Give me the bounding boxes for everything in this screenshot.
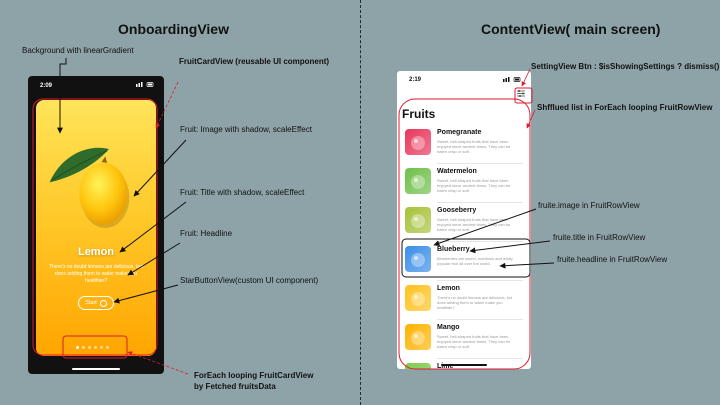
- label-foreach-line2: by Fetched fruitsData: [194, 382, 276, 391]
- fruit-thumbnail: [405, 168, 431, 194]
- row-separator: [437, 280, 523, 281]
- page-dot: [106, 346, 109, 349]
- fruit-thumbnail: [405, 285, 431, 311]
- fruit-icon: [411, 136, 425, 150]
- row-separator: [437, 358, 523, 359]
- label-fruit-title: Fruit: Title with shadow, scaleEffect: [180, 188, 305, 197]
- row-separator: [437, 319, 523, 320]
- fruit-icon: [411, 175, 425, 189]
- page-dot: [82, 346, 85, 349]
- fruit-headline: There's no doubt lemons are delicious, b…: [48, 264, 144, 284]
- status-time: 2:09: [40, 83, 53, 89]
- status-bar: 2:19: [397, 71, 531, 89]
- lemon-image: [49, 147, 130, 228]
- label-shuffled-list: Shfflued list in ForEach looping FruitRo…: [537, 103, 713, 112]
- arrow-circle-icon: [99, 299, 107, 307]
- fruit-thumbnail: [405, 129, 431, 155]
- fruit-row-title: Mango: [437, 324, 460, 331]
- status-time: 2:19: [409, 77, 422, 83]
- fruit-icon: [411, 292, 425, 306]
- fruit-row-headline: Sweet, bell-shaped fruits that have been…: [437, 217, 511, 232]
- onboarding-title: OnboardingView: [118, 21, 229, 37]
- section-divider: [360, 0, 361, 405]
- fruit-row-headline: Sweet, bell-shaped fruits that have been…: [437, 139, 511, 154]
- fruit-row-headline: Sweet, bell-shaped fruits that have been…: [437, 334, 511, 349]
- fruit-row-headline: Blueberries are sweet, nutritious and wi…: [437, 256, 513, 266]
- label-row-image: fruite.image in FruitRowView: [538, 201, 640, 210]
- row-separator: [437, 241, 523, 242]
- start-button[interactable]: Start: [78, 296, 114, 310]
- page-indicator[interactable]: [76, 346, 109, 349]
- settings-slider-icon[interactable]: [516, 89, 526, 98]
- fruit-thumbnail: [405, 207, 431, 233]
- fruit-row-title: Watermelon: [437, 168, 477, 175]
- row-separator: [437, 202, 523, 203]
- fruit-icon: [411, 253, 425, 267]
- fruit-thumbnail: [405, 246, 431, 272]
- fruit-title: Lemon: [77, 246, 115, 258]
- fruit-icon: [411, 331, 425, 345]
- fruit-row-title: Lemon: [437, 285, 460, 292]
- label-row-headline: fruite.headline in FruitRowView: [557, 255, 668, 264]
- fruit-thumbnail: [405, 324, 431, 350]
- page-dot: [100, 346, 103, 349]
- start-button-label: Start: [85, 300, 97, 306]
- fruit-row-title: Gooseberry: [437, 207, 477, 214]
- page-dot: [94, 346, 97, 349]
- fruit-row-headline: There's no doubt lemons are delicious, b…: [437, 295, 513, 310]
- status-icons: [136, 82, 154, 87]
- label-background: Background with linearGradient: [22, 46, 134, 55]
- contentview-title: ContentView( main screen): [481, 21, 661, 37]
- list-title: Fruits: [402, 107, 436, 121]
- row-separator: [437, 163, 523, 164]
- fruit-row-title: Blueberry: [437, 246, 470, 253]
- home-indicator: [441, 364, 487, 366]
- label-settings-button: SettingView Btn : $isShowingSettings ? d…: [531, 62, 720, 71]
- label-fruit-headline: Fruit: Headline: [180, 229, 233, 238]
- label-foreach-line1: ForEach looping FruitCardView: [194, 371, 314, 380]
- fruit-row-headline: Sweet, bell-shaped fruits that have been…: [437, 178, 511, 193]
- fruit-icon: [405, 363, 431, 369]
- label-fruit-image: Fruit: Image with shadow, scaleEffect: [180, 125, 312, 134]
- fruit-card[interactable]: Lemon There's no doubt lemons are delici…: [36, 100, 156, 356]
- fruit-thumbnail: [405, 363, 431, 369]
- page-dot: [76, 346, 79, 349]
- label-row-title: fruite.title in FruitRowView: [553, 233, 646, 242]
- onboarding-phone: 2:09 Lemon There's no doubt lemons are d…: [28, 76, 164, 374]
- status-bar: 2:09: [28, 76, 164, 94]
- page-dot: [88, 346, 91, 349]
- status-icons: [503, 77, 521, 82]
- label-fruit-card: FruitCardView (reusable UI component): [179, 57, 330, 66]
- fruit-icon: [411, 214, 425, 228]
- home-indicator: [72, 368, 120, 370]
- fruit-row-title: Pomegranate: [437, 129, 482, 136]
- label-start-button: StarButtonView(custom UI component): [180, 276, 319, 285]
